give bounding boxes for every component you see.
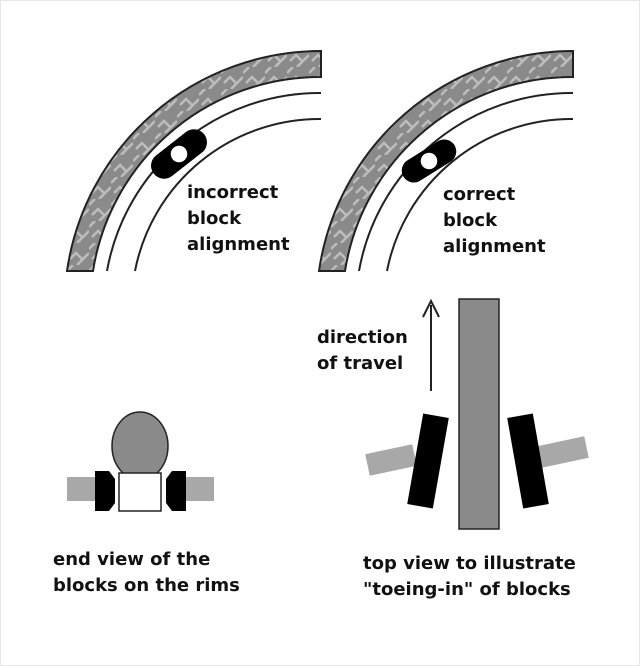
label-line: direction (317, 327, 408, 348)
left-brake-block (95, 471, 115, 511)
rim-inner-edge (386, 117, 574, 272)
direction-label: direction of travel (317, 325, 408, 377)
caption-line: end view of the (53, 549, 211, 570)
label-line: correct (443, 184, 516, 205)
rim-cross-section (118, 472, 162, 512)
right-arm (537, 436, 589, 468)
incorrect-panel-wheel (65, 49, 322, 272)
caption-line: "toeing-in" of blocks (363, 579, 571, 600)
label-line: block (187, 208, 242, 229)
tire-arc (65, 49, 322, 272)
brake-block-misaligned (151, 129, 207, 179)
right-brake-block (166, 471, 186, 511)
top-view-drawing (365, 298, 589, 530)
correct-label: correct block alignment (443, 182, 546, 260)
label-line: of travel (317, 353, 404, 374)
caption-line: blocks on the rims (53, 575, 240, 596)
label-line: alignment (187, 234, 290, 255)
tire-cross-section (111, 411, 169, 481)
rim-inner-edge (134, 117, 322, 272)
left-arm (365, 444, 417, 476)
end-view-drawing (67, 411, 214, 512)
label-line: alignment (443, 236, 546, 257)
right-arm (186, 477, 214, 501)
caption-line: top view to illustrate (363, 553, 576, 574)
correct-panel-wheel (317, 49, 574, 272)
end-view-caption: end view of the blocks on the rims (53, 547, 240, 599)
label-line: incorrect (187, 182, 279, 203)
right-brake-block (507, 413, 549, 509)
wheel-top-view (458, 298, 500, 530)
top-view-caption: top view to illustrate "toeing-in" of bl… (363, 551, 576, 603)
incorrect-label: incorrect block alignment (187, 180, 290, 258)
brake-block-aligned (401, 139, 457, 183)
rim-outer-edge (358, 91, 574, 272)
label-line: block (443, 210, 498, 231)
arrow-head (422, 298, 440, 318)
left-brake-block (407, 413, 449, 509)
tire-arc (317, 49, 574, 272)
left-arm (67, 477, 95, 501)
